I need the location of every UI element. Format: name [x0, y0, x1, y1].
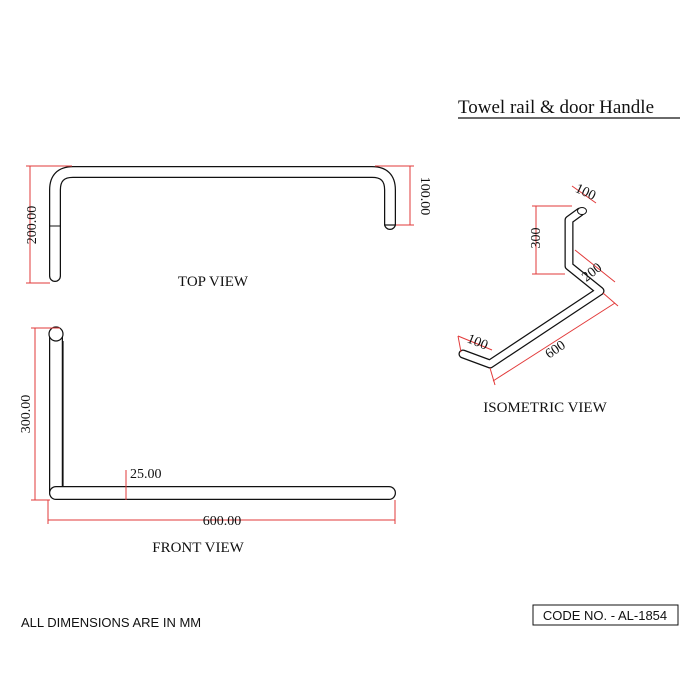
code-number: CODE NO. - AL-1854 — [543, 608, 667, 623]
drawing-title: Towel rail & door Handle — [458, 97, 654, 118]
iso-pipe-inner — [459, 208, 604, 368]
top-view-pipe-inner — [50, 167, 395, 281]
iso-vertical-dim-text: 300 — [529, 228, 544, 249]
iso-top-dim-line — [571, 185, 597, 204]
iso-long-dim-text: 600 — [543, 338, 569, 362]
units-note: ALL DIMENSIONS ARE IN MM — [21, 615, 201, 630]
iso-end-dim-line — [457, 335, 493, 351]
front-height-dim-text: 300.00 — [19, 395, 34, 434]
iso-pipe-end-cap — [577, 207, 587, 215]
isometric-view-label: ISOMETRIC VIEW — [483, 400, 607, 416]
iso-end-dim-text: 100 — [465, 332, 490, 354]
isometric-view: 100 300 200 600 100 ISOMETRIC VIEW — [457, 181, 619, 416]
top-view: 200.00 100.00 TOP VIEW — [25, 165, 432, 290]
iso-end-ext-left — [457, 335, 462, 353]
iso-long-ext-right — [602, 292, 619, 307]
front-length-dim-text: 600.00 — [203, 514, 242, 529]
iso-long-dim-line — [492, 302, 616, 382]
top-height-dim-text: 200.00 — [25, 206, 40, 245]
top-view-pipe-outer — [49, 166, 396, 282]
iso-top-dim-text: 100 — [573, 181, 598, 203]
iso-diag-dim-line — [574, 249, 616, 283]
front-offset-dim-text: 25.00 — [130, 467, 162, 482]
front-view-label: FRONT VIEW — [152, 540, 244, 556]
top-view-label: TOP VIEW — [178, 274, 249, 290]
code-box — [532, 604, 679, 626]
front-view-vertical-cap — [48, 326, 64, 342]
front-view: 300.00 25.00 600.00 FRONT VIEW — [19, 326, 396, 556]
top-leg-dim-text: 100.00 — [417, 177, 432, 216]
iso-long-ext-left — [489, 367, 496, 386]
